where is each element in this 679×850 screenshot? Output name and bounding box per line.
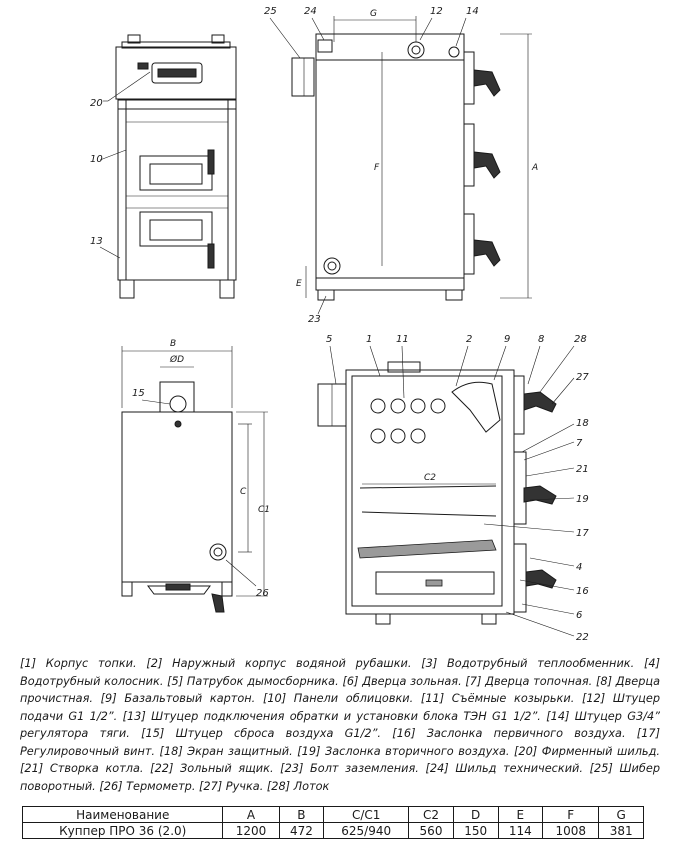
callout-2: 2: [466, 334, 472, 345]
callout-20: 20: [90, 98, 103, 109]
rear-view: B ØD 15 C C1 26: [121, 339, 270, 613]
callout-21: 21: [576, 464, 589, 475]
dim-D: ØD: [169, 354, 184, 365]
dim-E: E: [296, 279, 302, 289]
callout-13: 13: [90, 236, 103, 247]
table-header-row: Наименование A B C/C1 C2 D E F G: [21, 806, 644, 823]
cell-G: 381: [598, 822, 644, 839]
callout-19: 19: [576, 494, 589, 505]
cell-C-C1: 625/940: [323, 822, 410, 839]
parts-legend: [1] Корпус топки. [2] Наружный корпус во…: [20, 657, 660, 793]
cell-model: Куппер ПРО 36 (2.0): [21, 822, 224, 839]
callout-23: 23: [308, 314, 321, 325]
callout-25: 25: [264, 6, 277, 17]
cell-A: 1200: [222, 822, 280, 839]
callout-28: 28: [574, 334, 587, 345]
header-E: E: [497, 806, 544, 823]
callout-7: 7: [576, 438, 583, 449]
header-F: F: [542, 806, 600, 823]
header-G: G: [598, 806, 644, 823]
header-B: B: [278, 806, 325, 823]
cell-C2: 560: [408, 822, 454, 839]
callout-4: 4: [576, 562, 582, 573]
dim-C1: C1: [258, 505, 270, 515]
header-C-C1: C/C1: [323, 806, 410, 823]
callout-10: 10: [90, 154, 103, 165]
callout-1: 1: [366, 334, 372, 345]
dim-B: B: [170, 339, 176, 349]
cell-F: 1008: [542, 822, 600, 839]
callout-11: 11: [396, 334, 409, 345]
front-view: 20 10 13: [90, 34, 237, 299]
table-row: Куппер ПРО 36 (2.0) 1200 472 625/940 560…: [21, 822, 644, 839]
header-D: D: [452, 806, 499, 823]
header-A: A: [222, 806, 280, 823]
callout-24: 24: [304, 6, 317, 17]
callout-14: 14: [466, 6, 479, 17]
callout-12: 12: [430, 6, 443, 17]
callout-15: 15: [132, 388, 145, 399]
callout-22: 22: [576, 632, 589, 643]
dim-A: A: [531, 163, 538, 173]
cell-B: 472: [278, 822, 325, 839]
callout-26: 26: [256, 588, 269, 599]
dim-C2: C2: [424, 473, 436, 483]
callout-8: 8: [538, 334, 544, 345]
callout-6: 6: [576, 610, 582, 621]
callout-17: 17: [576, 528, 589, 539]
section-view: 5 1 11 2 9 8 28 27 18 7 21 19 17 C2 4 16…: [317, 334, 589, 643]
boiler-technical-drawing: 20 10 13: [90, 6, 589, 643]
callout-5: 5: [326, 334, 332, 345]
dim-C: C: [240, 487, 247, 497]
callout-16: 16: [576, 586, 589, 597]
callout-9: 9: [504, 334, 510, 345]
cell-D: 150: [452, 822, 499, 839]
cell-E: 114: [497, 822, 544, 839]
header-name: Наименование: [21, 806, 224, 823]
callout-18: 18: [576, 418, 589, 429]
callout-27: 27: [576, 372, 589, 383]
dim-F: F: [374, 163, 380, 173]
dim-G: G: [370, 9, 377, 19]
header-C2: C2: [408, 806, 454, 823]
dimensions-table: Наименование A B C/C1 C2 D E F G Куппер …: [21, 806, 644, 839]
side-view: 25 24 G 12 14 F A E 23: [264, 6, 538, 325]
